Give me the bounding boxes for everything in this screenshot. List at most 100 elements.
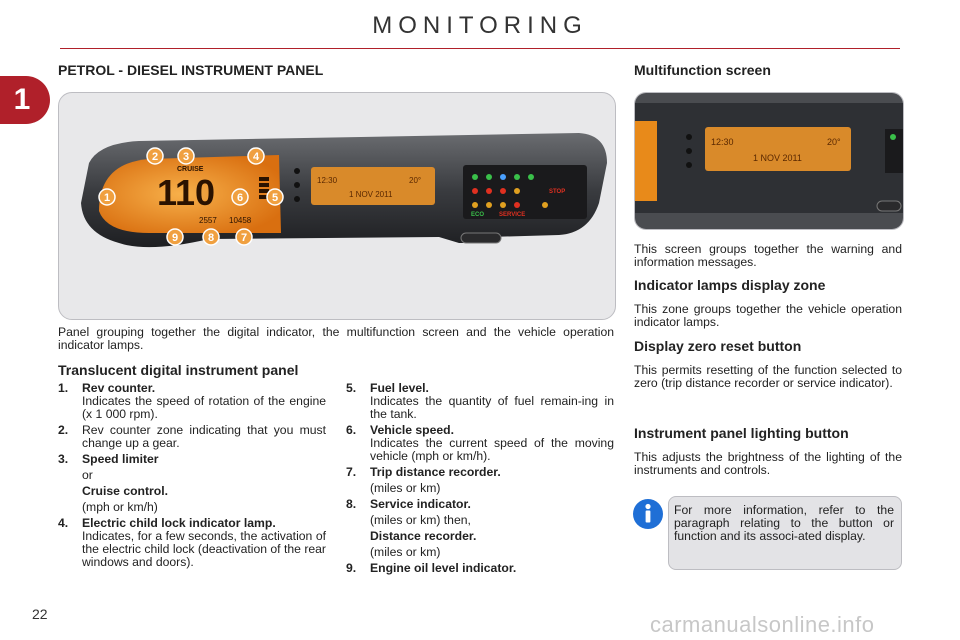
sub-heading: Translucent digital instrument panel — [58, 362, 299, 378]
mfd-heading: Multifunction screen — [634, 62, 771, 78]
instrument-panel-figure: 110 CRUISE 2557 10458 12:30 20° 1 NOV 20… — [58, 92, 616, 320]
item-number: 4. — [58, 516, 69, 530]
list-col2: 5. Fuel level. Indicates the quantity of… — [346, 382, 614, 578]
item-title: Engine oil level indicator. — [370, 561, 517, 575]
service-lamp-label: SERVICE — [499, 212, 525, 218]
stop-lamp-label: STOP — [549, 189, 565, 195]
item-number: 2. — [58, 423, 69, 437]
speed-readout: 110 — [157, 172, 215, 213]
page-number: 22 — [32, 606, 48, 622]
callout-marker — [98, 188, 116, 206]
mfd-description: This screen groups together the warning … — [634, 242, 902, 269]
callout-marker — [166, 228, 184, 246]
mfd-temp: 20° — [827, 137, 841, 147]
item-body: (miles or km) then, — [370, 513, 471, 527]
list-item: 1. Rev counter. Indicates the speed of r… — [58, 382, 326, 421]
item-body: Rev counter zone indicating that you mus… — [82, 423, 326, 450]
item-number: 7. — [346, 465, 357, 479]
mfd-temp: 20° — [409, 176, 421, 185]
mfd-time: 12:30 — [711, 137, 734, 147]
item-number: 6. — [346, 423, 357, 437]
list-item: 8. Service indicator. (miles or km) then… — [346, 498, 614, 559]
list-item: 3. Speed limiter or Cruise control. (mph… — [58, 453, 326, 514]
instrument-panel-illustration: 110 CRUISE 2557 10458 12:30 20° 1 NOV 20… — [81, 133, 607, 248]
item-body: (miles or km) — [370, 481, 441, 495]
list-item: 9. Engine oil level indicator. — [346, 562, 614, 575]
mfd-display — [705, 127, 851, 171]
cruise-label: CRUISE — [177, 166, 204, 173]
lamps-heading: Indicator lamps display zone — [634, 277, 826, 293]
callout-number: 9 — [172, 232, 178, 244]
panel-caption: Panel grouping together the digital indi… — [58, 325, 614, 352]
callout-marker — [202, 228, 220, 246]
callout-number: 6 — [237, 192, 243, 204]
callout-number: 3 — [183, 151, 189, 163]
callout-marker — [235, 228, 253, 246]
indicator-lamps — [472, 174, 548, 208]
chapter-tab: 1 — [0, 76, 50, 124]
section-heading: PETROL - DIESEL INSTRUMENT PANEL — [58, 62, 324, 78]
list-col1: 1. Rev counter. Indicates the speed of r… — [58, 382, 326, 572]
info-icon — [633, 499, 663, 529]
item-number: 1. — [58, 381, 69, 395]
item-body: or — [82, 468, 93, 482]
callout-number: 7 — [241, 232, 247, 244]
item-body: Indicates the current speed of the movin… — [370, 436, 614, 463]
multifunction-screen-illustration: 12:30 20° 1 NOV 2011 — [635, 93, 903, 229]
page-title: MONITORING — [372, 12, 588, 39]
lighting-heading: Instrument panel lighting button — [634, 425, 849, 441]
list-item: 2. Rev counter zone indicating that you … — [58, 424, 326, 450]
indicator-lamps-zone — [463, 165, 587, 219]
item-title: Rev counter. — [82, 381, 156, 395]
callout-marker — [266, 188, 284, 206]
mfd-time: 12:30 — [317, 176, 338, 185]
callout-number: 1 — [104, 192, 110, 204]
item-title: Cruise control. — [82, 484, 169, 498]
item-title: Service indicator. — [370, 497, 471, 511]
list-item: 4. Electric child lock indicator lamp. I… — [58, 517, 326, 569]
lamps-description: This zone groups together the vehicle op… — [634, 302, 902, 329]
eco-lamp-label: ECO — [471, 212, 484, 218]
multifunction-screen-figure: 12:30 20° 1 NOV 2011 — [634, 92, 904, 230]
panel-button — [294, 196, 300, 202]
callout-number: 5 — [272, 192, 278, 204]
item-body: Indicates the speed of rotation of the e… — [82, 394, 326, 421]
callout-number: 2 — [152, 151, 158, 163]
list-item: 6. Vehicle speed. Indicates the current … — [346, 424, 614, 463]
callout-marker — [231, 188, 249, 206]
fuel-gauge — [259, 177, 269, 199]
lighting-description: This adjusts the brightness of the light… — [634, 450, 902, 477]
callouts: 1 2 3 4 5 6 7 8 9 — [98, 147, 284, 246]
reset-heading: Display zero reset button — [634, 338, 802, 354]
item-number: 8. — [346, 497, 357, 511]
reset-description: This permits resetting of the function s… — [634, 363, 902, 390]
item-title: Distance recorder. — [370, 529, 477, 543]
item-number: 9. — [346, 561, 357, 575]
watermark: carmanualsonline.info — [650, 612, 875, 637]
item-body: (miles or km) — [370, 545, 441, 559]
callout-marker — [247, 147, 265, 165]
callout-number: 8 — [208, 232, 214, 244]
item-title: Electric child lock indicator lamp. — [82, 516, 276, 530]
panel-button — [294, 182, 300, 188]
callout-marker — [146, 147, 164, 165]
item-body: (mph or km/h) — [82, 500, 158, 514]
callout-marker — [177, 147, 195, 165]
trip-readout: 2557 — [199, 216, 217, 225]
header-divider — [60, 48, 900, 49]
item-number: 3. — [58, 452, 69, 466]
list-item: 7. Trip distance recorder. (miles or km) — [346, 466, 614, 495]
item-body: Indicates, for a few seconds, the activa… — [82, 529, 326, 569]
mfd-date: 1 NOV 2011 — [349, 190, 393, 199]
mfd-date: 1 NOV 2011 — [753, 153, 802, 163]
odometer-readout: 10458 — [229, 216, 252, 225]
rev-counter-dial — [99, 155, 281, 233]
list-item: 5. Fuel level. Indicates the quantity of… — [346, 382, 614, 421]
rev-dial-edge — [635, 121, 657, 201]
info-box — [668, 496, 902, 570]
item-number: 5. — [346, 381, 357, 395]
callout-number: 4 — [253, 151, 260, 163]
item-title: Speed limiter — [82, 452, 159, 466]
item-body: Indicates the quantity of fuel remain-in… — [370, 394, 614, 421]
item-title: Trip distance recorder. — [370, 465, 501, 479]
